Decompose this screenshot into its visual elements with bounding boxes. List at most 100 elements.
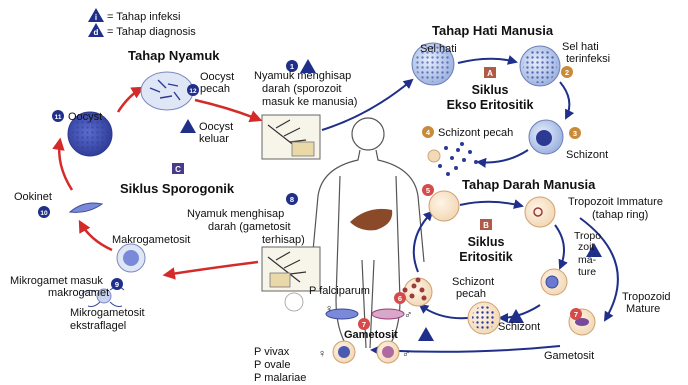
step-1-text-line1: Nyamuk menghisap xyxy=(254,70,351,82)
label-oocyst-release-line1: Oocyst xyxy=(199,121,233,133)
label-immature-trophozoite-line1: Tropozoit Immature xyxy=(568,196,663,208)
legend: i = Tahap infeksi d = Tahap diagnosis xyxy=(88,8,196,38)
step-8-text-line2: darah (gametosit xyxy=(208,221,291,233)
female-symbol-falciparum: ♀ xyxy=(325,303,333,315)
male-symbol-falciparum: ♂ xyxy=(404,309,412,321)
label-oocyst-release-line2: keluar xyxy=(199,133,229,145)
sporogonic-cycle-title: Siklus Sporogonik xyxy=(120,181,235,196)
macrogametocyte xyxy=(117,244,145,272)
arrow-merozoite-to-ring xyxy=(460,202,522,206)
label-mature-trophozoite-b1: Tropozoid xyxy=(622,291,671,303)
step-1-text-line3: masuk ke manusia) xyxy=(262,96,357,108)
svg-text:7: 7 xyxy=(574,310,578,319)
infected-liver-cell xyxy=(520,46,560,86)
arrow-ring-to-mature xyxy=(555,225,564,268)
legend-infection-label: = Tahap infeksi xyxy=(107,11,181,23)
erythrocytic-cycle-title-line2: Eritositik xyxy=(459,250,513,264)
step-8-text-line1: Nyamuk menghisap xyxy=(187,208,284,220)
label-p-falciparum: P falciparum xyxy=(309,285,370,297)
arrow-schizont-to-rupture xyxy=(420,305,468,318)
label-ruptured-blood-schizont-line1: Schizont xyxy=(452,276,494,288)
step-badge-5: 5 xyxy=(422,184,434,196)
svg-text:i: i xyxy=(95,13,97,22)
ring-stage-rbc xyxy=(525,197,555,227)
arrow-ookinete-to-oocyst xyxy=(59,140,72,190)
svg-text:6: 6 xyxy=(398,294,402,303)
svg-text:11: 11 xyxy=(55,114,62,121)
step-badge-2: 2 xyxy=(561,66,573,78)
label-microgametocyte-line2: ekstraflagel xyxy=(70,320,126,332)
ruptured-blood-schizont xyxy=(403,278,433,307)
step-8-text-line3: terhisap) xyxy=(262,234,305,246)
arrow-gametocytes-to-mosquito xyxy=(165,262,258,275)
arrow-oocyst-to-rupture xyxy=(118,88,142,112)
label-sel-hati-infected-line2: terinfeksi xyxy=(566,53,610,65)
label-ookinete: Ookinet xyxy=(14,191,52,203)
label-mature-trophozoite-a3: ma- xyxy=(578,254,597,266)
label-liver-schizont: Schizont xyxy=(566,149,608,161)
svg-text:12: 12 xyxy=(189,88,197,95)
step-badge-7-blood: 7 xyxy=(570,308,582,320)
label-microgamete-enter-line2: makrogamet xyxy=(48,287,109,299)
label-immature-trophozoite-line2: (tahap ring) xyxy=(592,209,648,221)
label-ruptured-oocyst-line2: pecah xyxy=(200,83,230,95)
step-badge-8: 8 xyxy=(286,193,298,205)
svg-text:8: 8 xyxy=(290,195,294,204)
step-badge-11: 11 xyxy=(52,110,64,122)
arrow-macrogamete-to-ookinete xyxy=(80,222,112,250)
ruptured-oocyst xyxy=(141,72,193,110)
label-sel-hati-infected-line1: Sel hati xyxy=(562,41,599,53)
svg-text:B: B xyxy=(483,221,489,230)
diagnosis-stage-icon xyxy=(418,327,434,341)
label-p-ovale: P ovale xyxy=(254,359,291,371)
arrow-gametocyte-to-human xyxy=(372,346,560,352)
svg-text:A: A xyxy=(487,69,493,78)
merozoite-rbc xyxy=(429,191,459,221)
svg-text:5: 5 xyxy=(426,186,430,195)
step-1-text-line2: darah (sporozoit xyxy=(262,83,342,95)
label-oocyst: Oocyst xyxy=(68,111,102,123)
diagnosis-stage-icon: d xyxy=(88,23,104,37)
liver-organ xyxy=(350,209,392,230)
step-badge-10: 10 xyxy=(38,206,50,218)
cycle-letter-b: B xyxy=(480,219,492,230)
label-microgametocyte-line1: Mikrogametosit xyxy=(70,307,145,319)
stage-title-mosquito: Tahap Nyamuk xyxy=(128,48,220,63)
ruptured-liver-schizont xyxy=(428,142,478,176)
step-badge-6: 6 xyxy=(394,292,406,304)
label-mature-trophozoite-a4: ture xyxy=(578,266,596,278)
label-gametocyte-right: Gametosit xyxy=(544,350,594,362)
label-p-malariae: P malariae xyxy=(254,372,306,384)
stage-title-liver: Tahap Hati Manusia xyxy=(432,23,554,38)
arrow-infected-to-schizont xyxy=(560,82,569,118)
erythrocytic-cycle-title-line1: Siklus xyxy=(468,235,505,249)
arrow-schizont-rupture xyxy=(478,150,528,163)
label-sel-hati: Sel hati xyxy=(420,43,457,55)
label-ruptured-blood-schizont-line2: pecah xyxy=(456,288,486,300)
label-blood-schizont: Schizont xyxy=(498,321,540,333)
arrow-oocyst-release xyxy=(195,100,260,120)
svg-text:2: 2 xyxy=(565,68,569,77)
blood-schizont xyxy=(468,302,500,334)
infection-stage-icon xyxy=(180,119,196,133)
svg-text:9: 9 xyxy=(115,280,119,289)
label-ruptured-oocyst-line1: Oocyst xyxy=(200,71,234,83)
mature-trophozoite-rbc xyxy=(541,269,567,295)
mosquito-bite-panel-top xyxy=(262,115,320,159)
exo-cycle-title-line1: Siklus xyxy=(472,83,509,97)
gametocyte-sample-cell xyxy=(285,293,303,311)
svg-text:7: 7 xyxy=(362,320,366,329)
svg-text:d: d xyxy=(94,28,99,37)
step-badge-3: 3 xyxy=(569,127,581,139)
arrow-liver-cell-infected xyxy=(458,59,516,63)
label-mature-trophozoite-b2: Mature xyxy=(626,303,660,315)
label-mature-trophozoite-a2: zoit xyxy=(578,241,594,253)
female-symbol-other: ♀ xyxy=(318,348,326,360)
exo-cycle-title-line2: Ekso Eritositik xyxy=(447,98,534,112)
arrow-erythrocytic-loop xyxy=(414,212,432,272)
step-badge-4: 4 xyxy=(422,126,434,138)
label-gametocyte-center: Gametosit xyxy=(344,329,398,341)
infection-stage-icon: i xyxy=(88,8,104,22)
